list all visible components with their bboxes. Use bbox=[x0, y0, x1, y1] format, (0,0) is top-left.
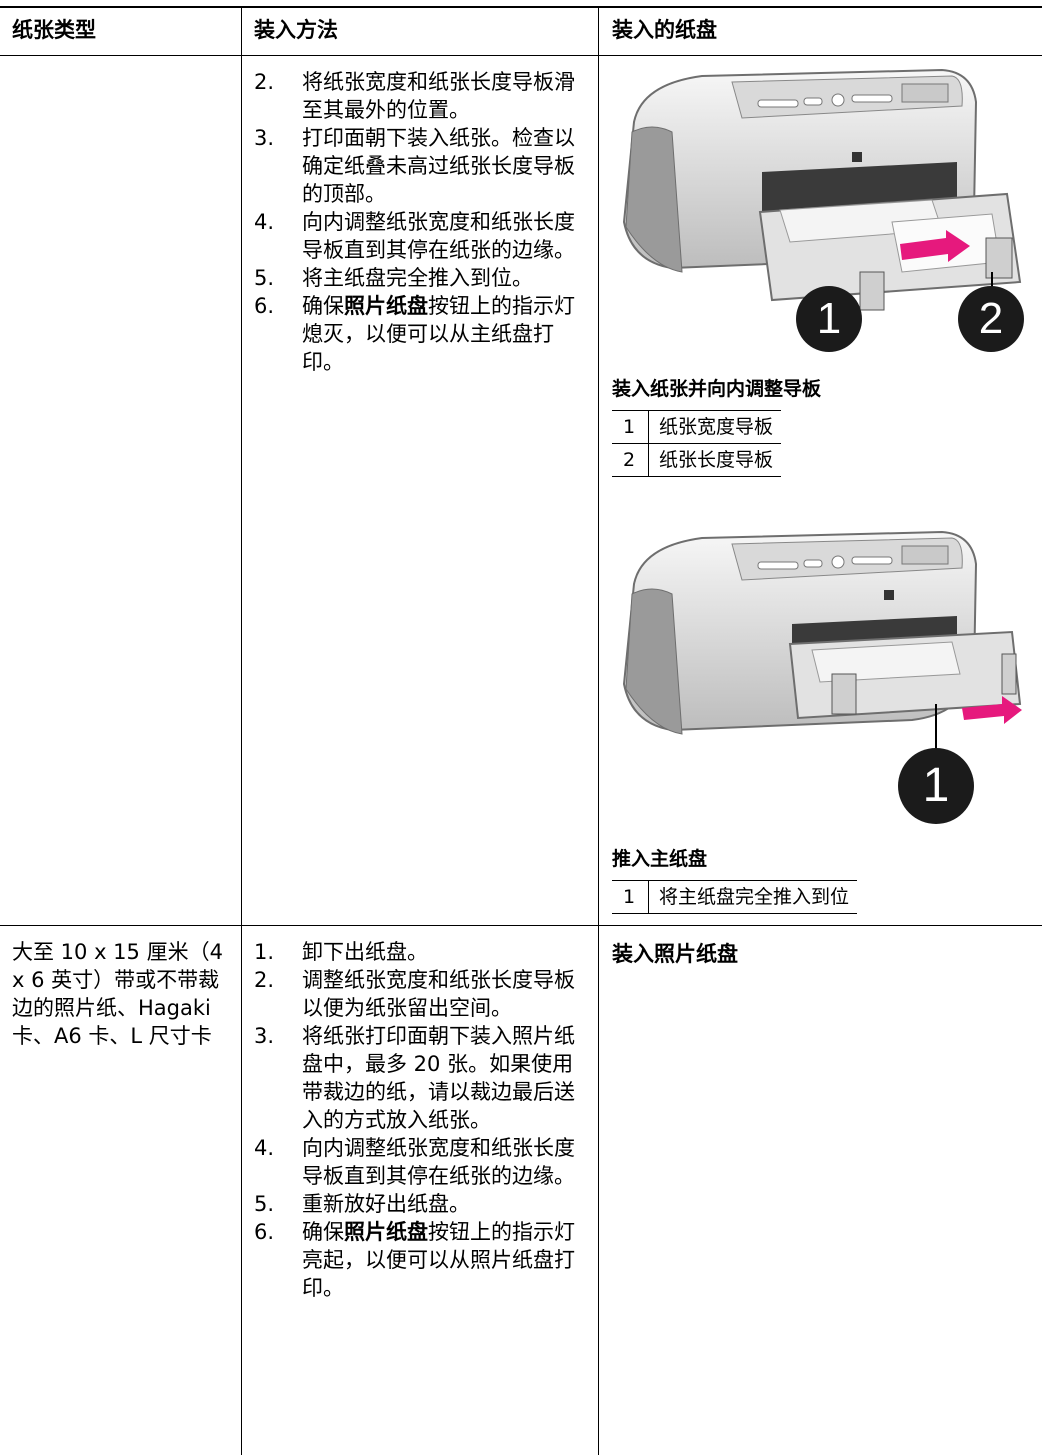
legend-label: 纸张宽度导板 bbox=[648, 410, 782, 444]
photo-tray-title: 装入照片纸盘 bbox=[612, 942, 738, 966]
step-number: 6. bbox=[254, 294, 275, 318]
step-text: 按钮上的指示灯亮起，以便可以从照片纸盘打印。 bbox=[302, 1220, 575, 1300]
row-divider-rule bbox=[0, 925, 1042, 926]
callout-2: 2 bbox=[958, 286, 1024, 352]
legend-number: 1 bbox=[612, 410, 649, 444]
step-item: 2. 调整纸张宽度和纸张长度导板以便为纸张留出空间。 bbox=[254, 966, 576, 1022]
step-number: 5. bbox=[254, 1192, 275, 1216]
callout-1: 1 bbox=[796, 286, 862, 352]
printer-illustration-1 bbox=[622, 68, 1022, 332]
row2-step-list: 1. 卸下出纸盘。 2. 调整纸张宽度和纸张长度导板以便为纸张留出空间。 3. 将纸张打印… bbox=[254, 938, 576, 1302]
header-bottom-rule bbox=[0, 55, 1042, 56]
callout-tray-1: 1 bbox=[898, 748, 974, 824]
step-number: 4. bbox=[254, 1136, 275, 1160]
step-text: 确保 bbox=[302, 1220, 344, 1244]
step-item: 4. 向内调整纸张宽度和纸张长度导板直到其停在纸张的边缘。 bbox=[254, 1134, 576, 1190]
step-text: 卸下出纸盘。 bbox=[302, 940, 428, 964]
step-item: 5. 重新放好出纸盘。 bbox=[254, 1190, 576, 1218]
step-number: 3. bbox=[254, 126, 275, 150]
step-item: 5. 将主纸盘完全推入到位。 bbox=[254, 264, 576, 292]
step-number: 6. bbox=[254, 1220, 275, 1244]
printer-illustration-2 bbox=[622, 530, 1022, 764]
figure1-caption: 装入纸张并向内调整导板 bbox=[612, 378, 822, 400]
step-text: 将主纸盘完全推入到位。 bbox=[302, 266, 533, 290]
step-number: 4. bbox=[254, 210, 275, 234]
step-item: 3. 打印面朝下装入纸张。检查以确定纸叠未高过纸张长度导板的顶部。 bbox=[254, 124, 576, 208]
step-text: 打印面朝下装入纸张。检查以确定纸叠未高过纸张长度导板的顶部。 bbox=[302, 126, 575, 206]
step-item: 6. 确保照片纸盘按钮上的指示灯亮起，以便可以从照片纸盘打印。 bbox=[254, 1218, 576, 1302]
row1-steps-cell: 2. 将纸张宽度和纸张长度导板滑至其最外的位置。 3. 打印面朝下装入纸张。检查以确定… bbox=[254, 68, 576, 376]
step-number: 5. bbox=[254, 266, 275, 290]
table-top-rule bbox=[0, 6, 1042, 8]
step-text: 调整纸张宽度和纸张长度导板以便为纸张留出空间。 bbox=[302, 968, 575, 1020]
row2-paper-type: 大至 10 x 15 厘米（4 x 6 英寸）带或不带裁边的照片纸、Hagaki… bbox=[12, 940, 223, 1048]
legend-label: 纸张长度导板 bbox=[648, 443, 782, 477]
step-text: 将纸张打印面朝下装入照片纸盘中，最多 20 张。如果使用带裁边的纸，请以裁边最后… bbox=[302, 1024, 575, 1132]
row2-steps-cell: 1. 卸下出纸盘。 2. 调整纸张宽度和纸张长度导板以便为纸张留出空间。 3. 将纸张打印… bbox=[254, 938, 576, 1302]
step-item: 1. 卸下出纸盘。 bbox=[254, 938, 576, 966]
header-load-method: 装入方法 bbox=[254, 18, 338, 42]
step-number: 2. bbox=[254, 968, 275, 992]
legend-number: 1 bbox=[612, 880, 649, 914]
step-item: 2. 将纸张宽度和纸张长度导板滑至其最外的位置。 bbox=[254, 68, 576, 124]
column-divider-2 bbox=[598, 6, 599, 1455]
step-text: 将纸张宽度和纸张长度导板滑至其最外的位置。 bbox=[302, 70, 575, 122]
step-text: 向内调整纸张宽度和纸张长度导板直到其停在纸张的边缘。 bbox=[302, 210, 575, 262]
figure-load-paper: 1 2 bbox=[612, 62, 1032, 372]
step-emphasis: 照片纸盘 bbox=[344, 1220, 428, 1244]
step-emphasis: 照片纸盘 bbox=[344, 294, 428, 318]
step-text: 重新放好出纸盘。 bbox=[302, 1192, 470, 1216]
step-item: 4. 向内调整纸张宽度和纸张长度导板直到其停在纸张的边缘。 bbox=[254, 208, 576, 264]
step-text: 确保 bbox=[302, 294, 344, 318]
header-paper-type: 纸张类型 bbox=[12, 18, 96, 42]
step-number: 3. bbox=[254, 1024, 275, 1048]
header-tray: 装入的纸盘 bbox=[612, 18, 717, 42]
step-text: 向内调整纸张宽度和纸张长度导板直到其停在纸张的边缘。 bbox=[302, 1136, 575, 1188]
step-number: 1. bbox=[254, 940, 275, 964]
step-item: 3. 将纸张打印面朝下装入照片纸盘中，最多 20 张。如果使用带裁边的纸，请以裁边… bbox=[254, 1022, 576, 1134]
legend-label: 将主纸盘完全推入到位 bbox=[648, 880, 858, 914]
row1-step-list: 2. 将纸张宽度和纸张长度导板滑至其最外的位置。 3. 打印面朝下装入纸张。检查以确定… bbox=[254, 68, 576, 376]
figure2-caption: 推入主纸盘 bbox=[612, 848, 708, 870]
step-item: 6. 确保照片纸盘按钮上的指示灯熄灭，以便可以从主纸盘打印。 bbox=[254, 292, 576, 376]
step-number: 2. bbox=[254, 70, 275, 94]
step-text: 按钮上的指示灯熄灭，以便可以从主纸盘打印。 bbox=[302, 294, 575, 374]
legend-number: 2 bbox=[612, 443, 649, 477]
column-divider-1 bbox=[241, 6, 242, 1455]
figure-push-tray: 1 bbox=[612, 524, 1032, 840]
